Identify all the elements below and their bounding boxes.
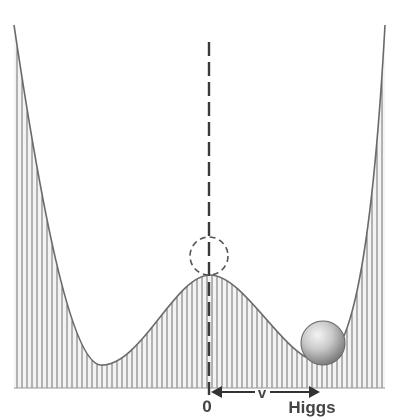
higgs-label: Higgs (288, 398, 335, 417)
vev-label: v (258, 385, 267, 402)
origin-label: 0 (202, 397, 211, 416)
ball-in-potential-minimum (301, 321, 345, 365)
